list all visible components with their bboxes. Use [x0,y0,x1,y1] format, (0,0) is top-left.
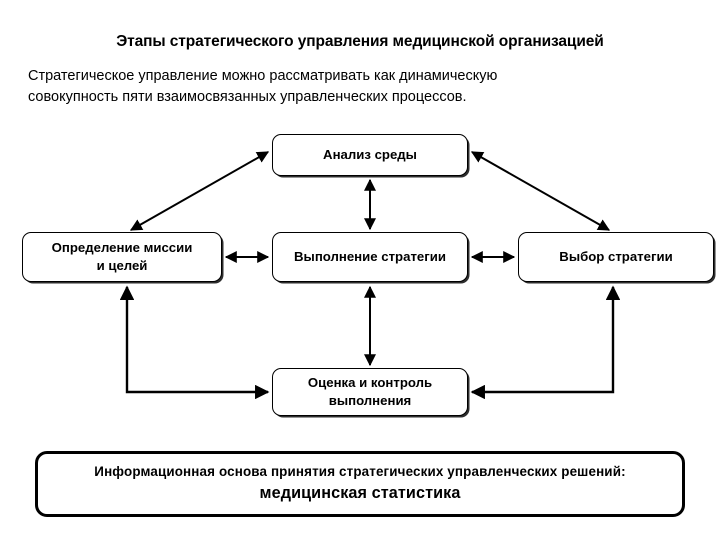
node-mission-line-2: и целей [96,258,148,273]
node-evaluation-line-1: Оценка и контроль [307,375,433,391]
page-title: Этапы стратегического управления медицин… [116,33,604,50]
node-strategy-choice-label: Выбор стратегии [559,249,673,265]
node-evaluation-and-control[interactable]: Оценка и контроль выполнения [272,368,468,416]
connector-evaluation-mission [119,285,270,400]
node-strategy-choice[interactable]: Выбор стратегии [518,232,714,282]
intro-line-1: Стратегическое управление можно рассматр… [28,68,498,84]
connector-analysis-choice [470,151,611,231]
connector-mission-analysis [129,151,270,231]
intro-paragraph: Стратегическое управление можно рассматр… [28,66,692,107]
node-strategy-execution-label: Выполнение стратегии [294,249,446,265]
node-mission-line-1: Определение миссии [51,240,193,256]
node-evaluation-line-2: выполнения [328,393,412,408]
intro-line-2: совокупность пяти взаимосвязанных управл… [28,88,467,105]
footer-line-2: медицинская статистика [259,483,461,502]
footer-line-1: Информационная основа принятия стратегич… [94,464,626,480]
node-evaluation-and-control-label: Оценка и контроль выполнения [308,374,432,410]
node-mission-and-goals[interactable]: Определение миссии и целей [22,232,222,282]
node-mission-and-goals-label: Определение миссии и целей [52,239,193,275]
footer-banner: Информационная основа принятия стратегич… [35,451,685,517]
node-strategy-execution[interactable]: Выполнение стратегии [272,232,468,282]
node-environment-analysis[interactable]: Анализ среды [272,134,468,176]
node-environment-analysis-label: Анализ среды [323,147,417,163]
connector-evaluation-choice [470,285,621,400]
